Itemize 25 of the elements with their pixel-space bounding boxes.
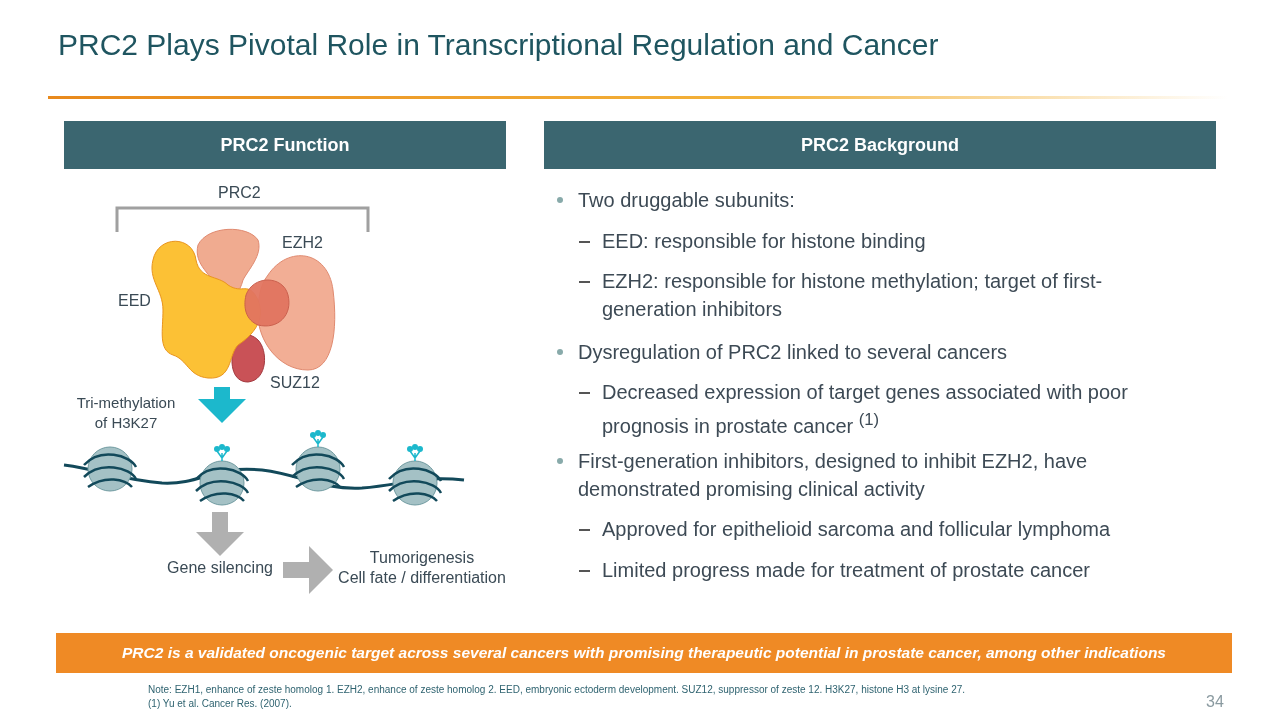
bullet-text: Limited progress made for treatment of prostate cancer (602, 558, 1091, 583)
part-label: EZH2 (282, 234, 323, 252)
edge-label: Tri-methylation of H3K27 (75, 393, 177, 433)
footnote: (1) Yu et al. Cancer Res. (2007). (148, 698, 292, 709)
bullet-text: EZH2: responsible for histone methylation; target of first-generation inhibitors (602, 269, 1104, 322)
bullet-text: EED: responsible for histone binding (602, 229, 927, 254)
bullet-text: Decreased expression of target genes associated with poor prognosis in prostate cancer $^{(1)}$ (602, 380, 1129, 439)
arrow (283, 546, 333, 594)
section-header: PRC2 Background (544, 121, 1216, 169)
section-header: PRC2 Function (64, 121, 506, 169)
slide-title: PRC2 Plays Pivotal Role in Transcriptional Regulation and Cancer (58, 28, 939, 62)
bullet-text: Two druggable subunits: (578, 188, 796, 213)
part-label: SUZ12 (270, 374, 320, 392)
bullet-text: Approved for epithelioid sarcoma and follicular lymphoma (602, 517, 1112, 542)
arrow (198, 387, 246, 423)
page-number: 34 (1206, 693, 1224, 711)
group-label: PRC2 (218, 184, 261, 202)
arrow (196, 512, 244, 556)
process-label: Gene silencing (160, 558, 280, 582)
part-label: EED (118, 292, 151, 310)
bullet-text: First-generation inhibitors, designed to inhibit EZH2, have demonstrated promising clinical activity (578, 449, 1089, 502)
footnote: Note: EZH1, enhance of zeste homolog 1. EZH2, enhance of zeste homolog 2. EED, embryonic ectoderm development. SUZ12, suppressor of zeste 12. H3K27, histone H3 at lysine 27. (148, 684, 966, 695)
bullet-text: Dysregulation of PRC2 linked to several cancers (578, 340, 1009, 365)
process-label: Tumorigenesis Cell fate / differentiation (336, 548, 508, 592)
callout-banner: PRC2 is a validated oncogenic target across several cancers with promising therapeutic potential in prostate cancer, among other indications (56, 633, 1232, 673)
